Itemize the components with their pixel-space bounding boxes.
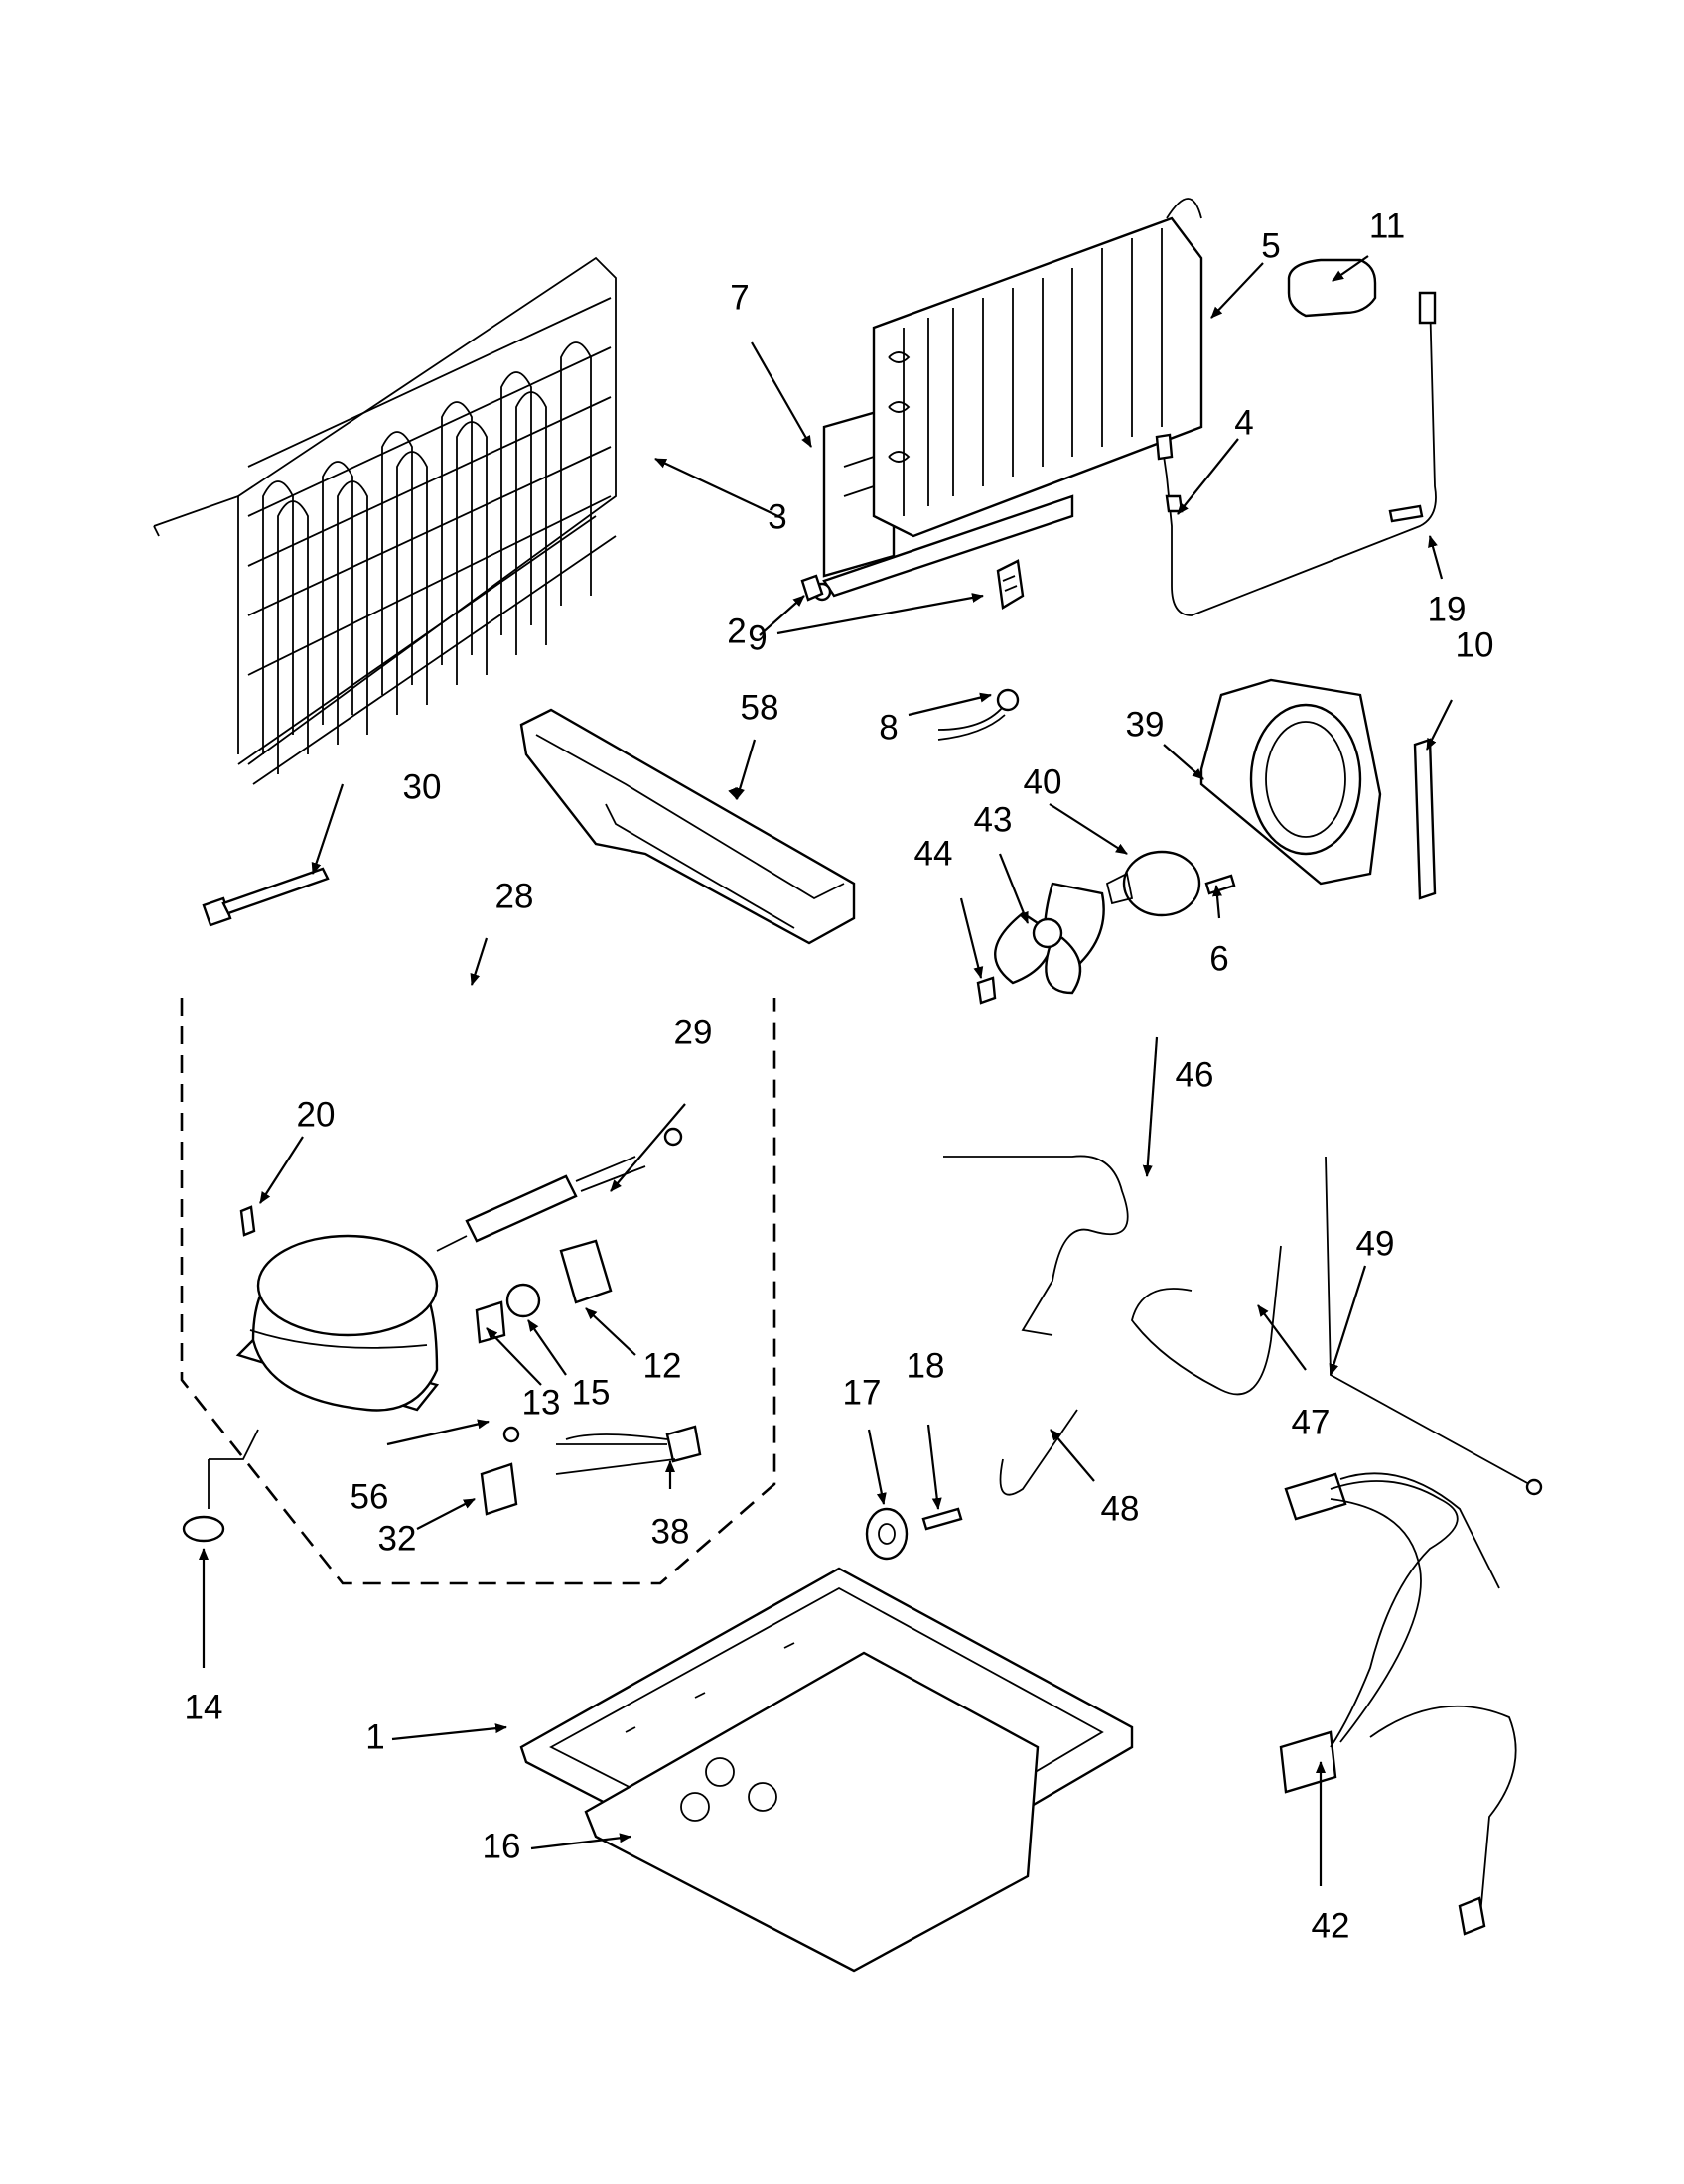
callout-7: 7 — [730, 278, 749, 317]
drier-part-29 — [436, 1127, 683, 1252]
screw-part-18 — [921, 1507, 963, 1531]
callout-15: 15 — [572, 1373, 611, 1412]
callout-42: 42 — [1312, 1906, 1350, 1945]
callout-38: 38 — [651, 1512, 690, 1551]
callout-39: 39 — [1126, 705, 1165, 744]
callout-17: 17 — [843, 1373, 882, 1412]
cover-part-11 — [1287, 258, 1377, 318]
insulation-pad — [584, 1651, 1040, 1973]
callout-9: 9 — [748, 618, 767, 657]
leader-lines — [199, 255, 1453, 1886]
callout-1: 1 — [365, 1717, 384, 1756]
callout-20: 20 — [297, 1095, 336, 1134]
callout-43: 43 — [974, 800, 1013, 839]
callout-8: 8 — [879, 708, 898, 747]
callout-10: 10 — [1456, 625, 1494, 664]
callout-47: 47 — [1292, 1403, 1331, 1441]
cable-tie — [202, 867, 330, 927]
callout-40: 40 — [1024, 762, 1062, 801]
roller-part-17 — [865, 1507, 909, 1561]
screw-part-2 — [800, 574, 824, 602]
callout-11: 11 — [1369, 206, 1405, 245]
callout-5: 5 — [1261, 226, 1280, 265]
gasket-strip — [1413, 738, 1437, 900]
evaporator-assembly — [812, 198, 1203, 610]
callout-30: 30 — [403, 767, 442, 806]
sensor-part-8 — [937, 688, 1020, 741]
callout-6: 6 — [1209, 939, 1228, 978]
callout-labels: 1 2 3 4 5 6 7 8 9 10 11 12 13 14 15 16 1… — [185, 206, 1494, 1945]
compressor-kit-boundary — [180, 998, 776, 1585]
callout-12: 12 — [643, 1346, 682, 1385]
callout-28: 28 — [495, 877, 534, 915]
compressor — [208, 1234, 440, 1509]
callout-58: 58 — [741, 688, 779, 727]
screw-part-20 — [239, 1205, 256, 1237]
fan-motor-assembly — [976, 850, 1236, 1005]
callout-46: 46 — [1176, 1055, 1214, 1094]
callout-16: 16 — [483, 1827, 521, 1865]
condenser-coil — [153, 256, 617, 785]
callout-4: 4 — [1234, 403, 1253, 442]
drain-pan — [519, 708, 856, 945]
callout-48: 48 — [1101, 1489, 1140, 1528]
tube-part-49 — [1325, 1156, 1530, 1485]
callout-14: 14 — [185, 1688, 223, 1726]
callout-18: 18 — [907, 1346, 945, 1385]
callout-32: 32 — [378, 1519, 417, 1558]
callout-56: 56 — [351, 1477, 389, 1516]
fan-shroud — [1199, 678, 1382, 886]
callout-2: 2 — [727, 612, 746, 650]
tube-part-48 — [999, 1409, 1078, 1496]
tube-part-46 — [943, 1155, 1129, 1336]
wire-harness — [1279, 1472, 1517, 1936]
tube-part-47 — [1131, 1245, 1282, 1396]
callout-19: 19 — [1428, 590, 1467, 628]
callout-29: 29 — [674, 1013, 713, 1051]
grommet-part-14 — [182, 1515, 225, 1543]
callout-49: 49 — [1356, 1224, 1395, 1263]
callout-44: 44 — [914, 834, 953, 873]
callout-13: 13 — [522, 1383, 561, 1422]
callout-3: 3 — [768, 497, 786, 536]
